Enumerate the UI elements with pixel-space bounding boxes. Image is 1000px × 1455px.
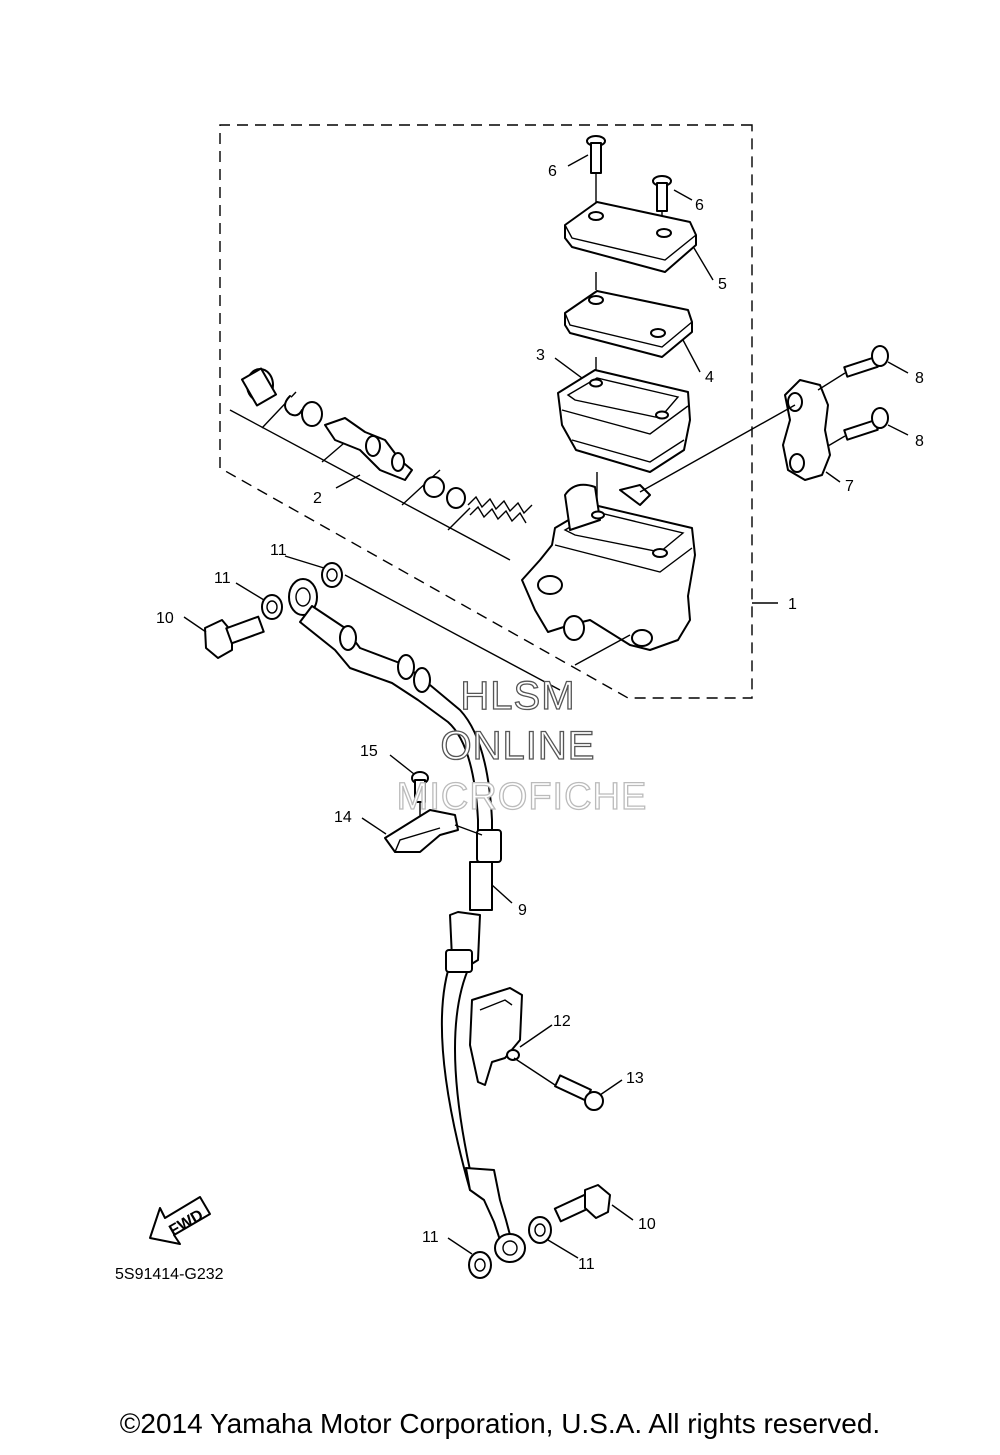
callout-11b: 11 xyxy=(214,570,231,587)
washer-part-11c xyxy=(528,1216,552,1244)
callout-leaders xyxy=(183,154,909,1259)
diaphragm-part-4 xyxy=(564,290,693,358)
clamp-part-12 xyxy=(469,987,523,1086)
screw-part-6a xyxy=(586,135,606,212)
fwd-arrow-icon: FWD xyxy=(149,1196,211,1245)
callout-labels: 1 2 3 4 5 6 6 7 8 8 9 10 10 11 11 11 11 … xyxy=(156,163,924,1273)
callout-6a: 6 xyxy=(548,163,557,180)
callout-15: 15 xyxy=(360,743,378,760)
washer-part-11b xyxy=(261,594,283,620)
callout-13: 13 xyxy=(626,1070,644,1087)
callout-1: 1 xyxy=(788,596,797,613)
hose-guide-part-14 xyxy=(384,809,483,853)
union-bolt-part-10a xyxy=(204,615,265,659)
callout-5: 5 xyxy=(718,276,727,293)
bolt-part-15 xyxy=(411,771,429,822)
piston-kit-part-2 xyxy=(229,367,533,561)
callout-9: 9 xyxy=(518,902,527,919)
copyright-notice: ©2014 Yamaha Motor Corporation, U.S.A. A… xyxy=(119,1408,881,1439)
callout-11a: 11 xyxy=(270,542,287,559)
callout-2: 2 xyxy=(313,490,322,507)
master-cylinder-part-1 xyxy=(521,483,696,651)
holder-part-7 xyxy=(782,379,831,481)
bolt-part-8b xyxy=(827,407,889,447)
callout-8b: 8 xyxy=(915,433,924,450)
screw-part-6b xyxy=(652,175,672,230)
brake-hose-part-9 xyxy=(288,578,526,1263)
callout-3: 3 xyxy=(536,347,545,364)
callout-11d: 11 xyxy=(578,1256,595,1273)
callout-8a: 8 xyxy=(915,370,924,387)
washer-part-11d xyxy=(468,1251,492,1279)
callout-11c: 11 xyxy=(422,1229,439,1246)
watermark-line-2: ONLINE xyxy=(441,724,596,768)
watermark-line-3: MICROFICHE xyxy=(397,776,648,818)
callout-10b: 10 xyxy=(638,1216,656,1233)
bolt-part-13 xyxy=(554,1074,604,1111)
washer-part-11a xyxy=(321,562,343,588)
watermark: HLSM ONLINE MICROFICHE xyxy=(396,673,648,818)
callout-7: 7 xyxy=(845,478,854,495)
diaphragm-boot-part-3 xyxy=(557,369,691,473)
diagram-code: 5S91414-G232 xyxy=(115,1266,224,1283)
reservoir-cap-part-5 xyxy=(564,201,697,273)
callout-14: 14 xyxy=(334,809,352,826)
bolt-part-8a xyxy=(817,345,889,391)
watermark-line-1: HLSM xyxy=(460,674,575,718)
union-bolt-part-10b xyxy=(553,1184,611,1223)
callout-12: 12 xyxy=(553,1013,571,1030)
callout-6b: 6 xyxy=(695,197,704,214)
callout-10a: 10 xyxy=(156,610,174,627)
callout-4: 4 xyxy=(705,369,714,386)
